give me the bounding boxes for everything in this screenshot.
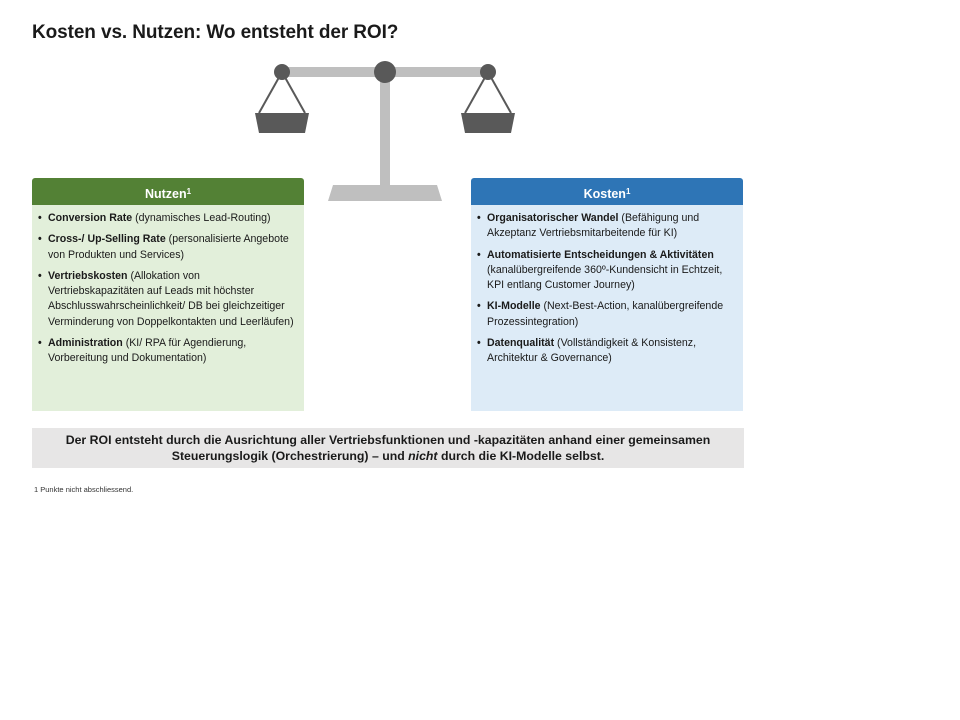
- list-item: Organisatorischer Wandel (Befähigung und…: [477, 211, 735, 242]
- nutzen-panel: Nutzen1 Conversion Rate (dynamisches Lea…: [32, 178, 304, 411]
- list-item: Automatisierte Entscheidungen & Aktivitä…: [477, 248, 735, 294]
- conclusion-box: Der ROI entsteht durch die Ausrichtung a…: [32, 428, 744, 468]
- nutzen-header: Nutzen1: [32, 178, 304, 205]
- list-item: Conversion Rate (dynamisches Lead-Routin…: [38, 211, 296, 227]
- kosten-panel: Kosten1 Organisatorischer Wandel (Befähi…: [471, 178, 743, 411]
- list-item: KI-Modelle (Next-Best-Action, kanalüberg…: [477, 299, 735, 330]
- list-item: Datenqualität (Vollständigkeit & Konsist…: [477, 336, 735, 367]
- balance-scale-icon: [255, 61, 515, 201]
- page-title: Kosten vs. Nutzen: Wo entsteht der ROI?: [32, 22, 399, 43]
- list-item: Vertriebskosten (Allokation von Vertrieb…: [38, 269, 296, 330]
- list-item: Cross-/ Up-Selling Rate (personalisierte…: [38, 232, 296, 263]
- footnote: 1 Punkte nicht abschliessend.: [34, 485, 134, 494]
- nutzen-body: Conversion Rate (dynamisches Lead-Routin…: [32, 205, 304, 411]
- kosten-body: Organisatorischer Wandel (Befähigung und…: [471, 205, 743, 411]
- kosten-header: Kosten1: [471, 178, 743, 205]
- list-item: Administration (KI/ RPA für Agendierung,…: [38, 336, 296, 367]
